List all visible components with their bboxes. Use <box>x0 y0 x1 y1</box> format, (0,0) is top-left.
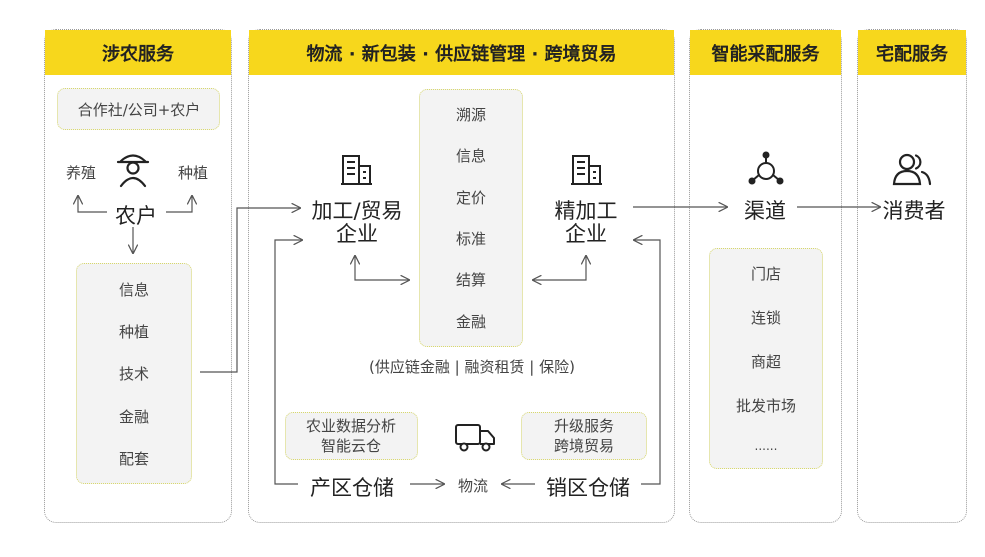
list-item: 信息 <box>455 147 486 166</box>
agri-header: 涉农服务 <box>45 30 231 75</box>
list-item: 溯源 <box>455 106 486 125</box>
logistics-section <box>248 29 675 523</box>
agri-section <box>44 29 232 523</box>
list-item: ...... <box>754 438 778 453</box>
smart-header: 智能采配服务 <box>690 30 841 75</box>
farmer-icon <box>116 154 150 188</box>
farmer-label: 农户 <box>115 204 157 228</box>
truck-icon <box>455 424 495 452</box>
list-item: 商超 <box>750 352 781 371</box>
building-icon <box>341 155 372 185</box>
analysis-line1: 农业数据分析 <box>305 417 397 435</box>
delivery-section <box>857 29 967 523</box>
center-items-list: 溯源 信息 定价 标准 结算 金融 <box>419 94 523 342</box>
list-item: 配套 <box>118 450 149 469</box>
processing-title-line1: 加工/贸易 <box>311 199 403 223</box>
consumer-label: 消费者 <box>882 199 946 223</box>
plant-label: 种植 <box>177 164 209 182</box>
processing-title-line2: 企业 <box>336 222 378 246</box>
channel-items-box <box>709 248 823 469</box>
list-item: 金融 <box>455 312 486 331</box>
users-icon <box>892 153 932 186</box>
list-item: 定价 <box>455 188 486 207</box>
list-item: 金融 <box>118 407 149 426</box>
list-item: 标准 <box>455 230 486 249</box>
network-icon <box>748 151 784 185</box>
channel-items-list: 门店 连锁 商超 批发市场 ...... <box>709 252 823 464</box>
smart-section <box>689 29 842 523</box>
center-items-box <box>419 89 523 347</box>
sales-storage-label: 销区仓储 <box>546 476 630 500</box>
agri-items-box <box>76 263 192 484</box>
channel-label: 渠道 <box>744 199 786 223</box>
logistics-header: 物流 · 新包装 · 供应链管理 · 跨境贸易 <box>249 30 674 75</box>
upgrade-box <box>521 412 647 460</box>
logistics-label: 物流 <box>457 477 489 495</box>
list-item: 结算 <box>455 271 486 290</box>
breed-label: 养殖 <box>65 164 97 182</box>
finance-note: (供应链金融 | 融资租赁 | 保险) <box>369 358 575 376</box>
analysis-line2: 智能云仓 <box>320 437 382 455</box>
delivery-header: 宅配服务 <box>858 30 966 75</box>
upgrade-line2: 跨境贸易 <box>553 437 615 455</box>
list-item: 批发市场 <box>735 396 796 415</box>
coop-box <box>57 88 220 130</box>
upgrade-line1: 升级服务 <box>553 417 615 435</box>
agri-items-list: 信息 种植 技术 金融 配套 <box>76 268 192 480</box>
finishing-title-line1: 精加工 <box>554 199 618 223</box>
origin-storage-label: 产区仓储 <box>310 476 394 500</box>
list-item: 技术 <box>118 365 149 384</box>
analysis-box <box>285 412 418 460</box>
list-item: 连锁 <box>750 309 781 328</box>
coop-label: 合作社/公司+农户 <box>77 101 201 119</box>
list-item: 信息 <box>118 280 149 299</box>
finishing-title-line2: 企业 <box>565 222 607 246</box>
building-icon <box>571 155 602 185</box>
list-item: 门店 <box>750 265 781 284</box>
list-item: 种植 <box>118 323 149 342</box>
